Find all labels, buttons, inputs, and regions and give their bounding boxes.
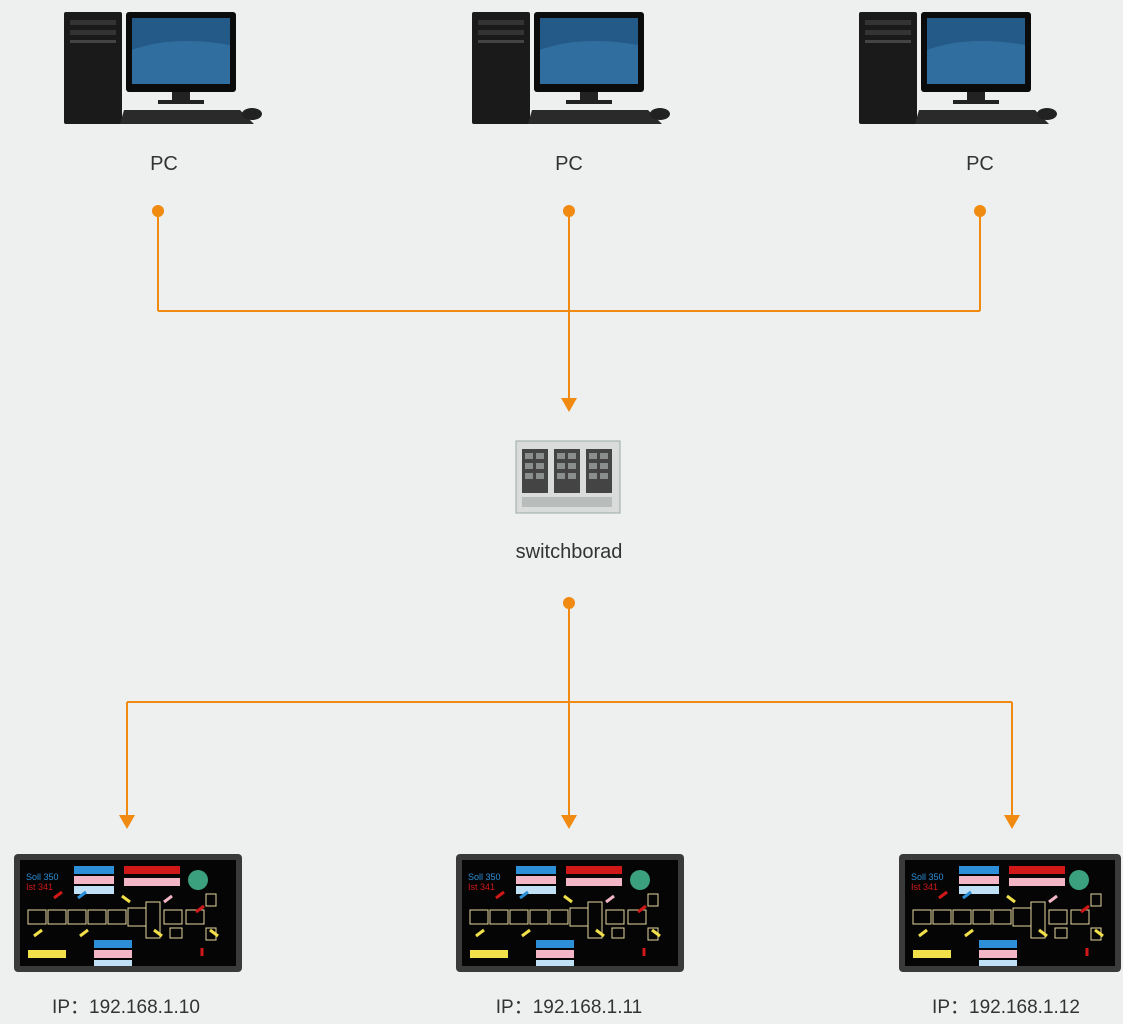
soll-text: Soll 350 (911, 872, 944, 882)
arrow-to-ctrl-3 (1004, 815, 1020, 829)
pc-label-1: PC (150, 153, 178, 175)
node-dot-pc-3 (974, 205, 986, 217)
desktop-computer-icon (64, 12, 262, 124)
node-dot-pc-1 (152, 205, 164, 217)
network-switch-icon (515, 440, 621, 514)
switch-label: switchborad (515, 541, 623, 563)
soll-text: Soll 350 (468, 872, 501, 882)
arrow-to-ctrl-2 (561, 815, 577, 829)
controller-panel-icon: Soll 350 Ist 341 (456, 854, 684, 972)
soll-text: Soll 350 (26, 872, 59, 882)
controller-panel-icon: Soll 350 Ist 341 (14, 854, 242, 972)
arrow-to-ctrl-1 (119, 815, 135, 829)
pc-label-3: PC (966, 153, 994, 175)
controller-ip-2: IP：192.168.1.11 (495, 997, 643, 1018)
ist-text: Ist 341 (911, 882, 938, 892)
desktop-computer-icon (859, 12, 1057, 124)
pc-label-2: PC (555, 153, 583, 175)
controller-panel-icon: Soll 350 Ist 341 (899, 854, 1121, 972)
controller-ip-1: IP：192.168.1.10 (52, 997, 200, 1018)
controller-ip-3: IP：192.168.1.12 (932, 997, 1080, 1018)
node-dot-switch (563, 597, 575, 609)
desktop-computer-icon (472, 12, 670, 124)
arrow-to-switch (561, 398, 577, 412)
node-dot-pc-2 (563, 205, 575, 217)
ist-text: Ist 341 (468, 882, 495, 892)
ist-text: Ist 341 (26, 882, 53, 892)
